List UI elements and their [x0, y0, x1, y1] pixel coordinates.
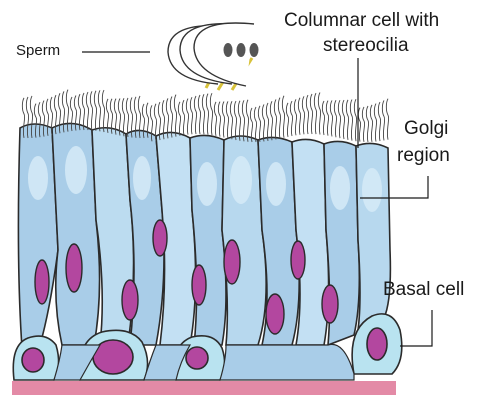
golgi-region — [266, 162, 286, 206]
nucleus — [224, 240, 240, 284]
stereocilium — [230, 101, 232, 139]
stereocilium — [302, 96, 304, 134]
nucleus — [192, 265, 206, 305]
stereocilium — [374, 104, 376, 142]
stereocilium — [86, 92, 88, 130]
stereocilium — [290, 101, 292, 136]
stereocilium — [214, 102, 216, 136]
columnar-cell-label-line2: stereocilia — [323, 35, 409, 57]
stereocilium — [210, 93, 212, 135]
stereocilium — [254, 107, 256, 142]
stereocilium — [378, 102, 380, 141]
stereocilium — [282, 96, 284, 138]
stereocilium — [82, 93, 84, 130]
stereocilium — [350, 100, 352, 141]
stereocilium — [206, 94, 208, 135]
stereocilium — [294, 99, 296, 135]
sperm-label: Sperm — [16, 42, 60, 59]
stereocilium — [358, 108, 360, 142]
basal-nucleus — [367, 328, 387, 360]
stereocilium — [258, 106, 260, 142]
stereocilium — [306, 95, 308, 134]
stereocilium — [90, 91, 92, 130]
stereocilium — [362, 107, 364, 142]
stereocilium — [102, 90, 104, 132]
golgi-region — [362, 168, 382, 212]
nucleus — [66, 244, 82, 292]
stereocilium — [170, 96, 172, 137]
stereocilium — [346, 100, 348, 140]
stereocilium — [198, 95, 200, 134]
stereocilium — [270, 101, 272, 140]
nucleus — [266, 294, 284, 334]
stereocilium — [342, 100, 344, 139]
stereocilium — [354, 99, 356, 141]
sperm — [168, 23, 259, 90]
stereocilium — [310, 94, 312, 134]
stereocilium — [94, 91, 96, 131]
stereocilium — [238, 101, 240, 141]
stereocilium — [274, 99, 276, 139]
basement-membrane — [12, 381, 396, 395]
stereocilium — [278, 98, 280, 139]
stereocilium — [174, 95, 176, 137]
columnar-cell-label: Columnar cell with — [284, 10, 439, 32]
golgi-region — [230, 156, 252, 204]
golgi-region — [133, 156, 151, 200]
stereocilium — [314, 93, 316, 134]
stereocilium — [98, 90, 100, 131]
stereocilium — [234, 101, 236, 140]
stereocilium — [286, 103, 288, 137]
golgi-region — [65, 146, 87, 194]
stereocilium — [194, 96, 196, 134]
golgi-region — [197, 162, 217, 206]
golgi-label: Golgi — [404, 118, 448, 140]
stereocilium — [326, 101, 328, 136]
stereocilium — [370, 105, 372, 142]
stereocilium — [126, 98, 128, 137]
stereocilium — [246, 100, 248, 142]
sperm-midpiece — [237, 43, 246, 57]
stereocilium — [122, 98, 124, 136]
stereocilium — [262, 104, 264, 141]
nucleus — [122, 280, 138, 320]
stereocilium — [202, 94, 204, 134]
stereocilium — [218, 102, 220, 137]
golgi-label-line2: region — [397, 145, 450, 167]
basal-nucleus — [186, 347, 208, 369]
stereocilium — [322, 101, 324, 135]
stereocilium — [386, 99, 388, 140]
golgi-region — [330, 166, 350, 210]
stereocilium — [318, 92, 320, 134]
stereocilium — [298, 98, 300, 135]
basal-nucleus — [22, 348, 44, 372]
stereocilium — [182, 100, 184, 135]
cell-base — [220, 344, 354, 380]
stereocilium — [266, 103, 268, 141]
stereocilium — [226, 101, 228, 138]
stereocilium — [190, 97, 192, 134]
stereocilium — [382, 100, 384, 140]
nucleus — [291, 241, 305, 279]
sperm-midpiece — [250, 43, 259, 57]
stereocilium — [338, 100, 340, 138]
nucleus — [153, 220, 167, 256]
basal-cell-label: Basal cell — [383, 279, 464, 301]
stereocilium — [334, 100, 336, 137]
stereocilium — [330, 100, 332, 136]
nucleus — [322, 285, 338, 323]
stereocilium — [186, 99, 188, 135]
stereocilium — [242, 100, 244, 141]
golgi-region — [28, 156, 48, 200]
stereocilium — [366, 106, 368, 142]
basal-leader-line — [400, 310, 432, 346]
stereocilium — [222, 102, 224, 138]
sperm-midpiece — [224, 43, 233, 57]
stereocilium — [178, 102, 180, 136]
nucleus — [35, 260, 49, 304]
